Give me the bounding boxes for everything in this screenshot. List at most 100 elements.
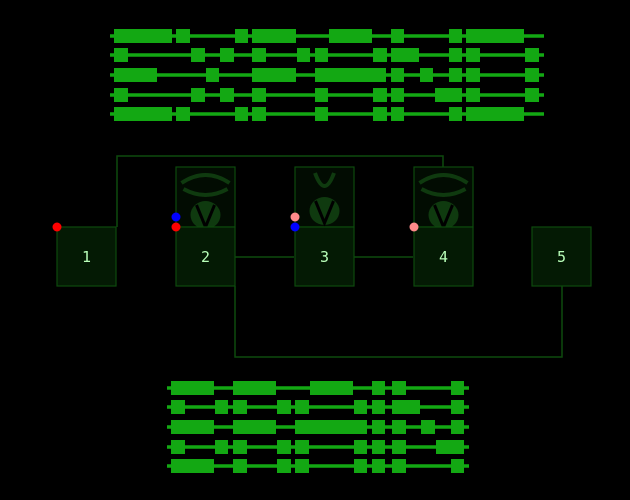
top-bar-row: [110, 88, 544, 102]
bottom-bar-block: [277, 400, 291, 414]
bottom-bar-block: [372, 420, 385, 434]
blue-marker-dot: [171, 212, 181, 222]
beetle-tiles: [175, 166, 474, 231]
bottom-bar-pattern: [167, 381, 469, 473]
bottom-bar-block: [354, 459, 367, 473]
top-bar-block: [466, 68, 480, 82]
top-bar-row: [110, 68, 544, 82]
bottom-bar-block: [295, 459, 309, 473]
bottom-bar-block: [372, 381, 385, 395]
top-bar-block: [315, 48, 328, 62]
top-bar-block: [449, 48, 462, 62]
bottom-bar-block: [451, 459, 464, 473]
top-bar-block: [525, 88, 539, 102]
top-bar-block: [315, 88, 328, 102]
bottom-bar-block: [451, 400, 464, 414]
top-bar-block: [525, 68, 539, 82]
beetle-icon: [180, 173, 231, 231]
top-bar-block: [297, 48, 310, 62]
beetle-tile: [175, 166, 236, 231]
box-frame[interactable]: [413, 226, 474, 287]
top-bar-block: [235, 29, 248, 43]
box-2[interactable]: 2: [175, 226, 236, 287]
top-bar-block: [466, 48, 480, 62]
bottom-bar-block: [277, 440, 291, 454]
top-bar-block: [220, 48, 234, 62]
box-1[interactable]: 1: [56, 226, 117, 287]
box-label: 3: [320, 248, 329, 266]
bottom-bar-block: [215, 440, 228, 454]
bottom-bar-row: [167, 400, 469, 414]
bottom-bar-block: [392, 400, 420, 414]
top-bar-block: [449, 68, 462, 82]
bottom-bar-block: [354, 400, 367, 414]
bottom-bar-row: [167, 459, 469, 473]
top-bar-block: [315, 68, 386, 82]
bottom-bar-block: [295, 400, 309, 414]
box-frame[interactable]: [175, 226, 236, 287]
top-bar-block: [176, 107, 190, 121]
bottom-bar-block: [392, 381, 406, 395]
bottom-bar-block: [233, 400, 247, 414]
box-label: 5: [557, 248, 566, 266]
top-bar-block: [114, 29, 172, 43]
top-bar-block: [191, 88, 205, 102]
bottom-bar-block: [171, 440, 185, 454]
bottom-bar-block: [233, 420, 276, 434]
top-bar-block: [449, 107, 462, 121]
box-frame[interactable]: [531, 226, 592, 287]
bottom-bar-block: [171, 420, 214, 434]
box-frame[interactable]: [56, 226, 117, 287]
top-bar-block: [114, 48, 128, 62]
top-bar-block: [191, 48, 205, 62]
pink-marker-dot: [290, 212, 300, 222]
bottom-bar-block: [372, 400, 385, 414]
top-bar-block: [252, 68, 296, 82]
box-5[interactable]: 5: [531, 226, 592, 287]
bottom-bar-block: [233, 459, 247, 473]
top-bar-block: [329, 29, 372, 43]
top-bar-block: [435, 88, 462, 102]
top-bar-block: [391, 48, 419, 62]
top-bar-block: [466, 88, 480, 102]
bottom-bar-row: [167, 440, 469, 454]
beetle-tile: [413, 166, 474, 231]
bottom-bar-block: [171, 459, 214, 473]
top-bar-block: [235, 107, 248, 121]
bottom-bar-block: [354, 440, 367, 454]
top-bar-block: [373, 48, 387, 62]
red-marker-dot: [171, 222, 181, 232]
top-bar-block: [391, 29, 404, 43]
bottom-bar-block: [421, 420, 435, 434]
top-bar-block: [176, 29, 190, 43]
box-frame[interactable]: [294, 226, 355, 287]
top-bar-row: [110, 107, 544, 121]
top-bar-row: [110, 29, 544, 43]
pink-marker-dot: [409, 222, 419, 232]
box-label: 2: [201, 248, 210, 266]
box-3[interactable]: 3: [294, 226, 355, 287]
top-bar-block: [525, 48, 539, 62]
blue-marker-dot: [290, 222, 300, 232]
bottom-bar-block: [392, 440, 406, 454]
bottom-bar-block: [392, 420, 406, 434]
top-bar-block: [391, 107, 404, 121]
bottom-bar-block: [171, 381, 214, 395]
top-bar-block: [466, 29, 524, 43]
marker-dots: [52, 212, 419, 232]
top-bar-block: [373, 88, 387, 102]
top-bar-block: [373, 107, 387, 121]
top-bar-block: [252, 29, 296, 43]
box-label: 4: [439, 248, 448, 266]
top-bar-block: [252, 48, 266, 62]
bottom-bar-row: [167, 381, 469, 395]
box-4[interactable]: 4: [413, 226, 474, 287]
bottom-bar-block: [233, 381, 276, 395]
top-bar-block: [206, 68, 219, 82]
top-bar-block: [114, 107, 172, 121]
bottom-bar-block: [436, 440, 464, 454]
bottom-bar-block: [392, 459, 406, 473]
red-marker-dot: [52, 222, 62, 232]
bottom-bar-block: [233, 440, 247, 454]
